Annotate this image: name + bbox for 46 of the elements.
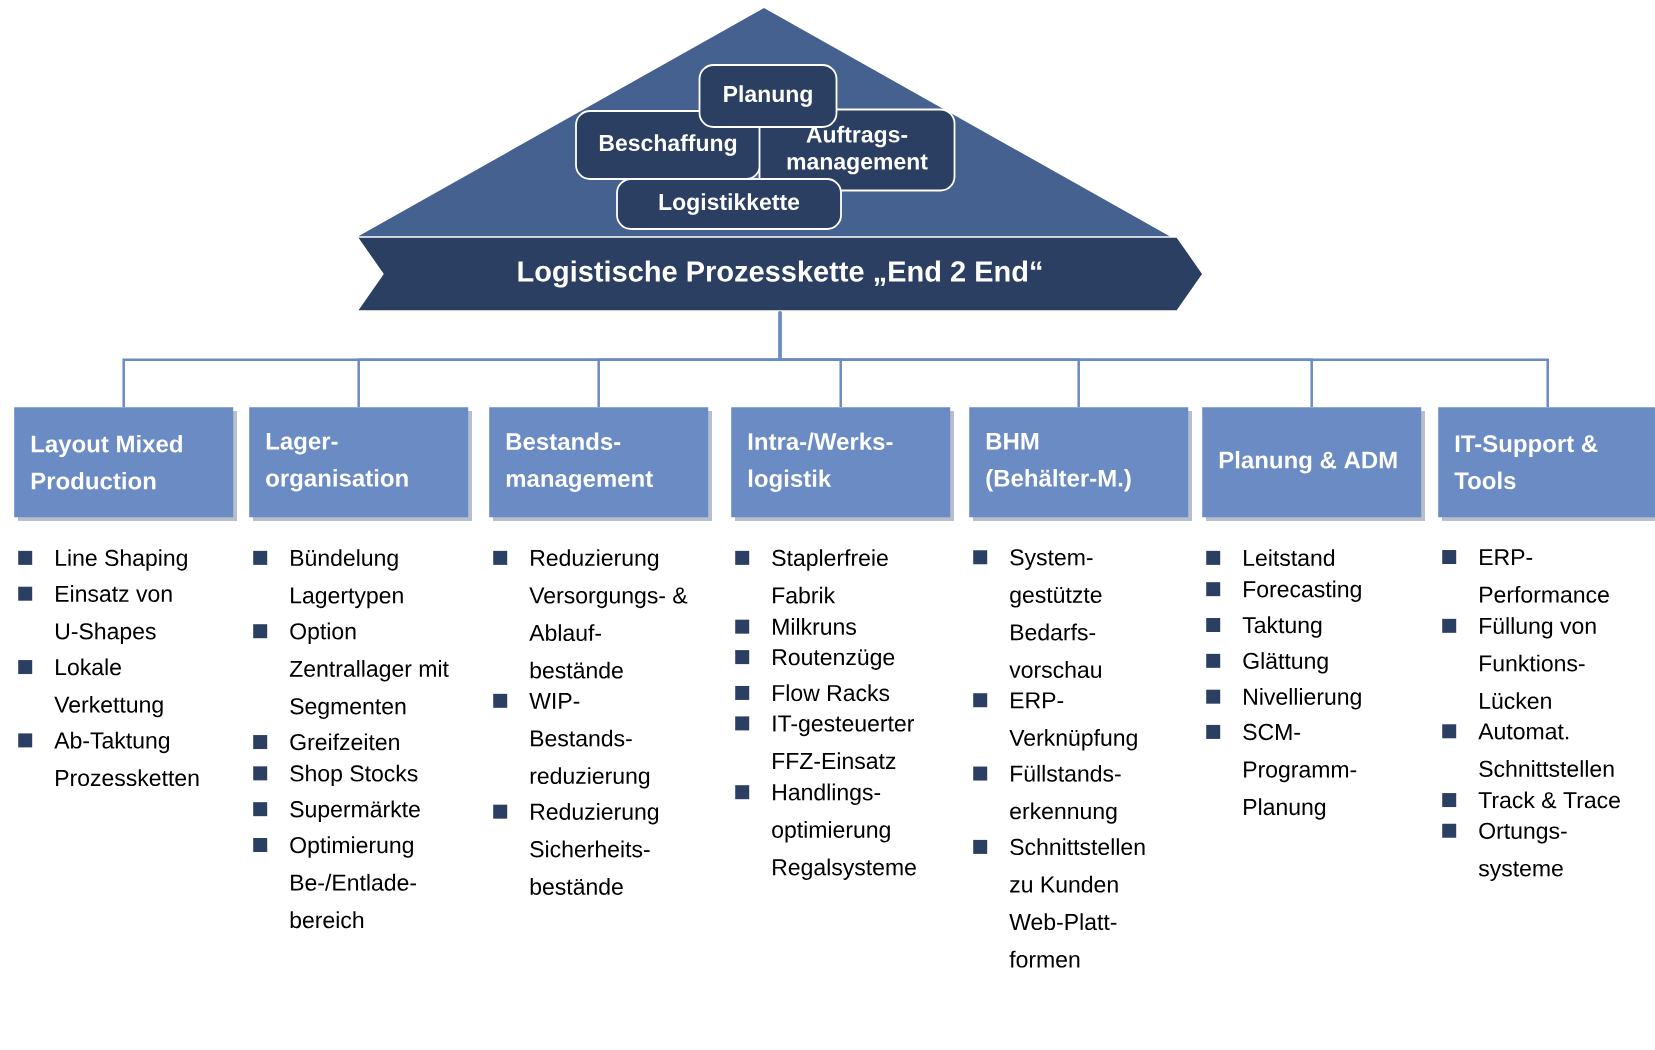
bullet-item: WIP- Bestands- reduzierung [493,693,650,789]
bullet-item: Option Zentrallager mit Segmenten [253,622,449,719]
bullet-item: Automat. Schnittstellen [1442,723,1614,777]
bullet-item: Ortungs- systeme [1442,822,1567,881]
category-box: BHM (Behälter-M.) [969,407,1192,521]
rounded-box: Planung [698,64,838,128]
bullet-item: Optimierung Be-/Entlade- bereich [253,836,416,929]
bullet-item: Staplerfreie Fabrik [735,549,888,604]
connector-line [778,311,1549,407]
rounded-box: Beschaffung [575,110,761,180]
bullet-item: Forecasting [1206,580,1361,602]
bullet-item: Füllung von Funktions- Lücken [1442,617,1596,710]
bullet-item: ERP-Performance [1442,549,1609,603]
bullet-item: Einsatz von U-Shapes [18,585,172,644]
category-box: Planung & ADM [1202,407,1425,521]
category-box: IT-Support & Tools [1438,407,1655,521]
category-box: Layout Mixed Production [14,407,237,521]
rounded-box: Logistikkette [616,178,842,230]
bullet-item: Ab-Taktung Prozessketten [18,731,199,787]
bullet-item: Lokale Verkettung [18,658,163,718]
bullet-item: SCM- Programm- Planung [1206,723,1357,820]
bullet-item: Handlings- optimierung Regalsysteme [735,783,916,880]
bullet-item: Bündelung Lagertypen [253,549,403,609]
bullet-item: Supermärkte [253,800,420,822]
bullet-item: Reduzierung Sicherheits- bestände [493,803,659,895]
category-box: Intra-/Werks- logistik [731,407,954,521]
bullet-item: Line Shaping [18,549,187,571]
bullet-item: System- gestützte Bedarfs- vorschau [973,549,1102,678]
bullet-item: Reduzierung Versorgungs- & Ablauf- bestände [493,549,688,679]
category-box: Lager- organisation [249,407,472,521]
bullet-item: Füllstands- erkennung [973,764,1121,824]
bullet-item: ERP- Verknüpfung [973,692,1137,751]
bullet-item: IT-gesteuerter FFZ-Einsatz [735,715,914,770]
bullet-item: Track & Trace [1442,791,1620,809]
bullet-item: Nivellierung [1206,688,1361,710]
category-box: Bestands- management [489,407,712,521]
bullet-item: Glättung [1206,652,1328,674]
bullet-item: Taktung [1206,616,1322,638]
bullet-item: Leitstand [1206,549,1335,567]
bullet-item: Greifzeiten [253,733,399,751]
bullet-item: Flow Racks [735,684,890,702]
chevron-banner: Logistische Prozesskette „End 2 End“ [355,236,1204,312]
bullet-item: Routenzüge [735,649,895,670]
bullet-item: Shop Stocks [253,764,418,787]
bullet-item: Schnittstellen zu Kunden Web-Platt- formen [973,838,1145,968]
bullet-item: Milkruns [735,618,856,635]
